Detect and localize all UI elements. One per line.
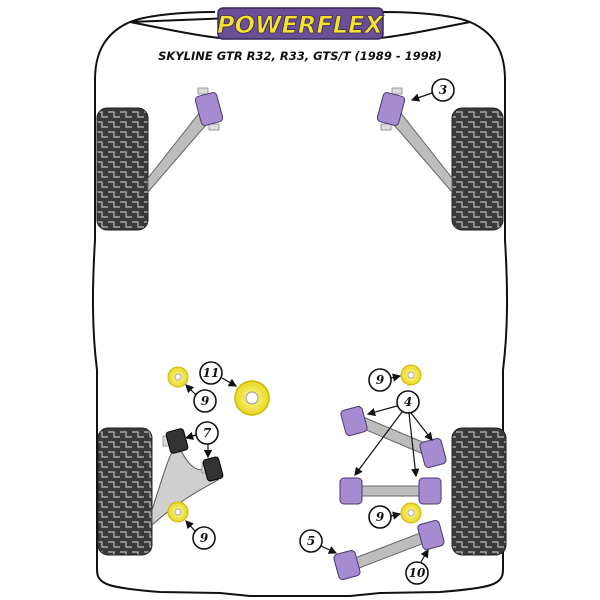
purple-bush-icon (418, 477, 442, 505)
svg-text:7: 7 (203, 426, 212, 440)
black-bush-icon (202, 456, 224, 482)
purple-bush-icon (339, 477, 363, 505)
purple-bush-icon (340, 405, 368, 437)
callout-9-rear-left-bottom: 9 (192, 526, 216, 550)
front-left-strut-arm (147, 87, 224, 194)
rear-lower-arm (333, 519, 445, 581)
callout-9-rear-right-top: 9 (368, 368, 392, 392)
purple-bush-icon (333, 549, 361, 581)
svg-text:4: 4 (404, 395, 412, 409)
callout-9-rear-left-top: 9 (193, 389, 217, 413)
front-right-strut-arm (376, 87, 453, 194)
svg-text:9: 9 (376, 373, 385, 387)
svg-text:5: 5 (307, 534, 315, 548)
vehicle-subtitle: SKYLINE GTR R32, R33, GTS/T (1989 - 1998… (158, 49, 442, 63)
rear-left-hub-carrier (151, 428, 224, 527)
black-bush-icon (165, 428, 189, 454)
powerflex-logo: POWERFLEX (217, 7, 385, 40)
svg-text:3: 3 (439, 83, 447, 97)
purple-bush-icon (376, 92, 406, 126)
rear-lower-link (339, 477, 442, 505)
svg-text:9: 9 (200, 531, 209, 545)
purple-bush-icon (194, 92, 224, 126)
purple-bush-icon (417, 519, 445, 551)
front-left-wheel (96, 107, 149, 231)
callout-3: 3 (431, 78, 455, 102)
purple-bush-icon (419, 437, 447, 469)
rear-right-wheel (451, 427, 507, 556)
front-right-wheel (451, 107, 504, 231)
callout-10: 10 (405, 561, 429, 585)
brand-text: POWERFLEX (217, 11, 384, 39)
svg-text:9: 9 (201, 394, 210, 408)
callout-5: 5 (299, 529, 323, 553)
rear-upper-arm (340, 405, 447, 469)
callout-11: 11 (199, 361, 223, 385)
callout-7: 7 (195, 421, 219, 445)
car-body-outline (91, 10, 509, 597)
svg-text:11: 11 (203, 366, 220, 380)
callout-4: 4 (396, 390, 420, 414)
svg-text:9: 9 (376, 510, 385, 524)
callout-9-rear-right-bottom: 9 (368, 505, 392, 529)
rear-left-wheel (97, 427, 153, 556)
svg-text:10: 10 (409, 566, 426, 580)
